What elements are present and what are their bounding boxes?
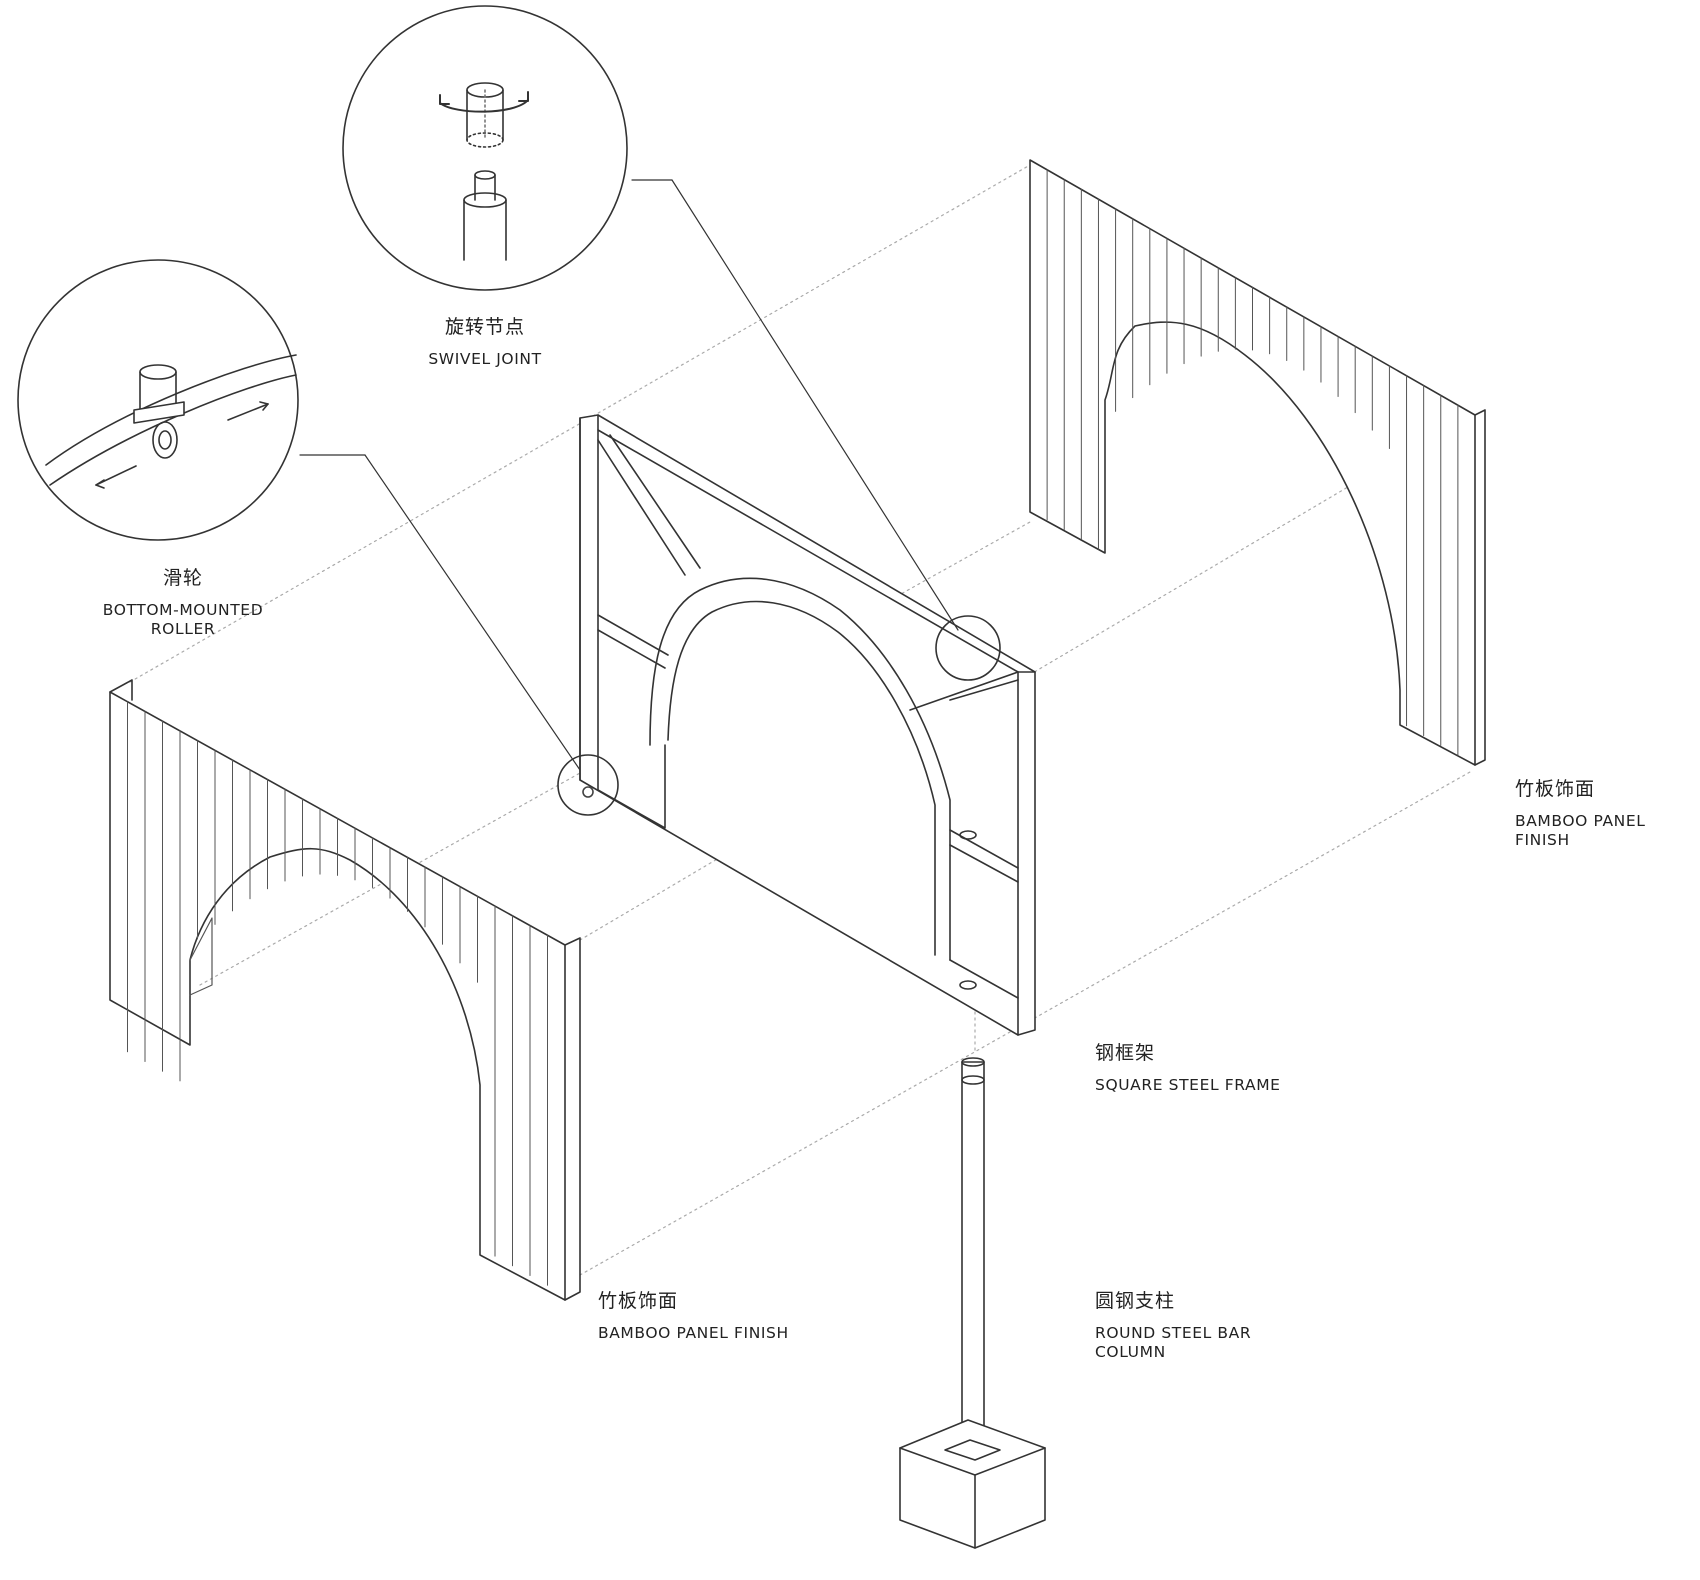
roller-label: 滑轮 BOTTOM-MOUNTED ROLLER xyxy=(102,567,264,639)
back-bamboo-panel xyxy=(1029,159,1486,766)
swivel-joint-label: 旋转节点 SWIVEL JOINT xyxy=(428,316,542,368)
round-steel-column-label: 圆钢支柱 ROUND STEEL BAR COLUMN xyxy=(1095,1290,1252,1362)
round-steel-column xyxy=(899,1057,1046,1549)
swivel-joint-detail xyxy=(342,5,628,291)
front-bamboo-panel xyxy=(109,679,581,1301)
leader-lines xyxy=(299,179,959,771)
square-steel-frame xyxy=(579,414,1036,1036)
square-steel-frame-label: 钢框架 SQUARE STEEL FRAME xyxy=(1095,1042,1281,1094)
roller-callout-marker xyxy=(557,754,619,816)
bamboo-panel-finish-label-right: 竹板饰面 BAMBOO PANEL FINISH xyxy=(1515,778,1646,850)
arrow-right-icon xyxy=(227,403,269,421)
arrow-left-icon xyxy=(95,465,137,486)
swivel-callout-marker xyxy=(935,615,1001,681)
bamboo-panel-finish-label-left: 竹板饰面 BAMBOO PANEL FINISH xyxy=(598,1290,789,1342)
roller-detail xyxy=(17,259,299,541)
